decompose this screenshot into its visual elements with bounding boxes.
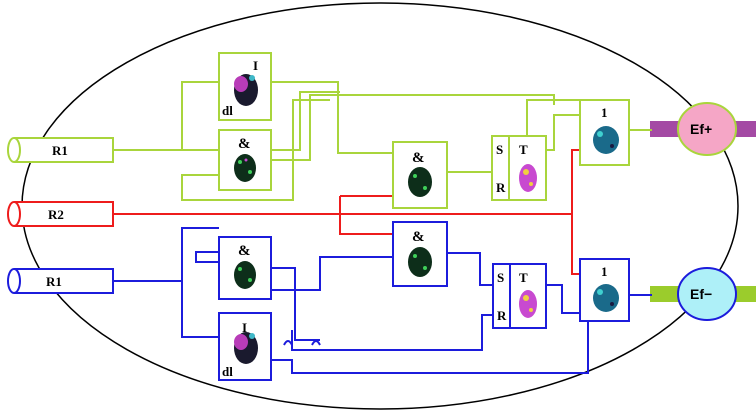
input-r1-top[interactable]: R1 — [7, 137, 114, 163]
trigger-top-symbol: T — [519, 142, 528, 157]
cell-body-ellipse — [21, 2, 739, 410]
and-gate-top-green-symbol: & — [238, 136, 251, 152]
input-r1-bottom[interactable]: R1 — [7, 268, 114, 294]
and-gate-middle-top: & — [392, 141, 448, 209]
or-gate-bottom: 1 — [579, 258, 630, 322]
or-gate-bottom-symbol: 1 — [601, 264, 608, 279]
neuron-icon — [234, 74, 258, 106]
trigger-top-set: S — [496, 142, 503, 157]
trigger-top-reset: R — [496, 180, 506, 195]
neuron-icon — [234, 154, 256, 182]
delay-gate-bottom-symbol: I — [242, 320, 247, 335]
neuron-icon — [234, 332, 258, 364]
and-gate-middle-top-symbol: & — [412, 150, 425, 166]
delay-gate-bottom-sub: dl — [222, 364, 233, 379]
or-gate-top-symbol: 1 — [601, 105, 608, 120]
neuron-icon — [408, 167, 432, 197]
effector-positive-label: Ef+ — [690, 121, 712, 137]
blue-circuit — [113, 227, 652, 374]
trigger-bottom-set: S — [497, 270, 504, 285]
and-gate-top-green: & — [218, 129, 272, 191]
or-gate-top: 1 — [579, 99, 630, 166]
neuron-icon — [408, 247, 432, 277]
and-gate-bottom-blue: & — [218, 236, 272, 300]
and-gate-middle-bottom-symbol: & — [412, 229, 425, 245]
delay-gate-top: I dl — [218, 52, 272, 121]
neuron-icon — [234, 261, 256, 289]
and-gate-bottom-blue-symbol: & — [238, 243, 251, 259]
trigger-top: S R T — [491, 135, 547, 201]
neuron-icon — [593, 126, 619, 154]
red-circuit — [113, 149, 580, 275]
trigger-bottom-reset: R — [497, 308, 507, 323]
effector-negative-label: Ef− — [690, 286, 712, 302]
effector-positive[interactable]: Ef+ — [677, 102, 737, 156]
green-circuit — [113, 81, 652, 201]
neuron-icon — [519, 164, 537, 192]
and-gate-middle-bottom: & — [392, 221, 448, 287]
delay-gate-bottom: I dl — [218, 312, 272, 381]
effector-negative[interactable]: Ef− — [677, 267, 737, 321]
input-r2-label: R2 — [48, 207, 64, 222]
input-r2[interactable]: R2 — [7, 201, 114, 227]
trigger-bottom: S R T — [492, 263, 547, 329]
delay-gate-top-sub: dl — [222, 103, 233, 118]
input-r1-top-label: R1 — [52, 143, 68, 158]
delay-gate-top-symbol: I — [253, 58, 258, 73]
input-r1-bottom-label: R1 — [46, 274, 62, 289]
neuron-icon — [593, 284, 619, 312]
trigger-bottom-symbol: T — [519, 270, 528, 285]
neuron-icon — [519, 290, 537, 318]
